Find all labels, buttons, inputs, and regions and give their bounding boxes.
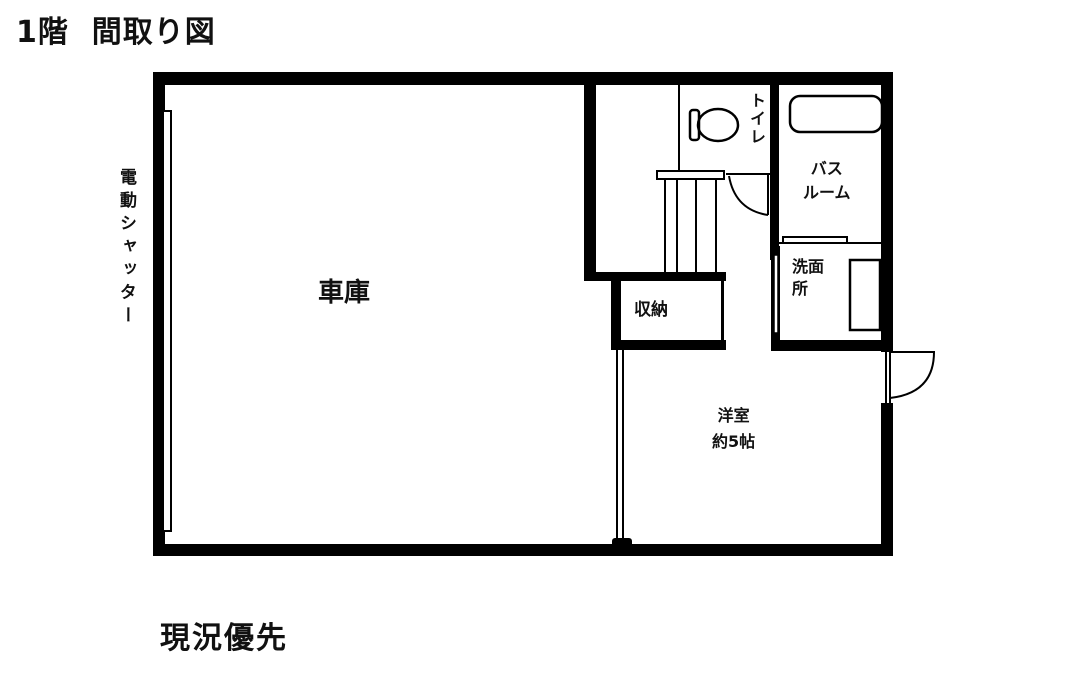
outer-walls: [153, 72, 893, 556]
room-label-toilet: トイレ: [747, 92, 766, 146]
entry-door: [885, 351, 935, 403]
western-room-line2: 約5帖: [712, 431, 756, 451]
room-label-western-room: 洋室 約5帖: [712, 407, 755, 450]
toilet-door: [728, 174, 769, 216]
page-title: 1階 間取り図: [16, 15, 216, 50]
room-label-bathroom: バス ルーム: [803, 160, 851, 201]
shutter-label: 電動シャッター: [116, 168, 136, 329]
washroom-line1: 洗面: [792, 257, 825, 276]
bathroom-line1: バス: [810, 159, 843, 178]
western-room-line1: 洋室: [717, 406, 750, 425]
bathroom-line2: ルーム: [803, 182, 851, 202]
washroom-line2: 所: [792, 278, 809, 298]
garage-room-partition: [616, 350, 624, 540]
shutter: [162, 110, 172, 532]
stairs: [656, 170, 725, 273]
bathtub: [788, 94, 884, 134]
room-label-storage: 収納: [634, 300, 668, 320]
room-label-garage: 車庫: [318, 278, 371, 308]
room-label-washroom: 洗面 所: [792, 258, 824, 297]
footer-note: 現況優先: [160, 621, 288, 656]
vanity: [848, 258, 882, 332]
toilet-fixture: [688, 107, 740, 143]
